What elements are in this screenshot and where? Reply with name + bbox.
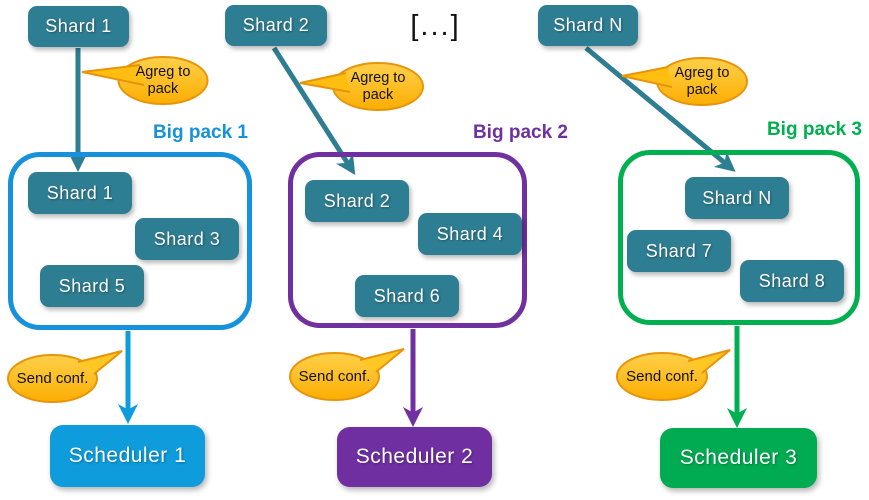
agreg-bubble-label-3: Agreg to pack	[674, 64, 730, 98]
pack3-shard-1: Shard N	[685, 177, 789, 219]
arrow-shardN-to-pack3	[584, 46, 736, 172]
scheduler-box-1: Scheduler 1	[50, 425, 205, 487]
send-bubble-label-2: Send conf.	[298, 367, 371, 385]
agreg-bubble-shape-2	[299, 62, 424, 111]
pack-container-2	[288, 152, 527, 328]
bubble-tail	[687, 349, 731, 374]
pack-title-3: Big pack 3	[766, 119, 862, 140]
bubble-tail	[359, 348, 405, 373]
pack3-shard-3: Shard 8	[740, 260, 844, 302]
agreg-bubble-label-1: Agreg to pack	[135, 63, 191, 97]
bubble-tail	[621, 66, 673, 88]
send-bubble-label-1: Send conf.	[16, 369, 89, 387]
pack2-shard-3: Shard 6	[355, 275, 459, 317]
send-bubble-label-3: Send conf.	[626, 367, 698, 385]
bubble-tail	[81, 64, 145, 86]
bubble-tail	[299, 72, 351, 93]
source-shard-n: Shard N	[538, 5, 638, 46]
send-bubble-shape-2	[289, 348, 405, 401]
source-shard-2: Shard 2	[225, 5, 327, 46]
pack2-shard-1: Shard 2	[305, 180, 409, 222]
pack1-shard-3: Shard 5	[40, 265, 144, 307]
source-shard-1: Shard 1	[28, 6, 129, 47]
pack1-shard-2: Shard 3	[135, 218, 239, 260]
send-bubble-shape-1	[7, 350, 123, 403]
agreg-bubble-shape-1	[81, 56, 209, 105]
agreg-bubble-shape-3	[621, 57, 748, 106]
pack1-shard-1: Shard 1	[28, 172, 132, 214]
bubble-tail	[77, 350, 123, 375]
pack-container-1	[8, 152, 252, 330]
agreg-bubble-label-2: Agreg to pack	[350, 69, 406, 103]
scheduler-box-2: Scheduler 2	[337, 427, 492, 487]
ellipsis-label: [...]	[410, 9, 461, 42]
pack-title-1: Big pack 1	[152, 122, 248, 143]
scheduler-box-3: Scheduler 3	[660, 428, 817, 488]
pack-container-3	[618, 150, 860, 325]
send-bubble-shape-3	[616, 349, 731, 401]
pack3-shard-2: Shard 7	[627, 230, 731, 272]
pack-title-2: Big pack 2	[472, 122, 568, 143]
arrow-shard2-to-pack2	[271, 46, 356, 176]
pack2-shard-2: Shard 4	[418, 213, 522, 255]
